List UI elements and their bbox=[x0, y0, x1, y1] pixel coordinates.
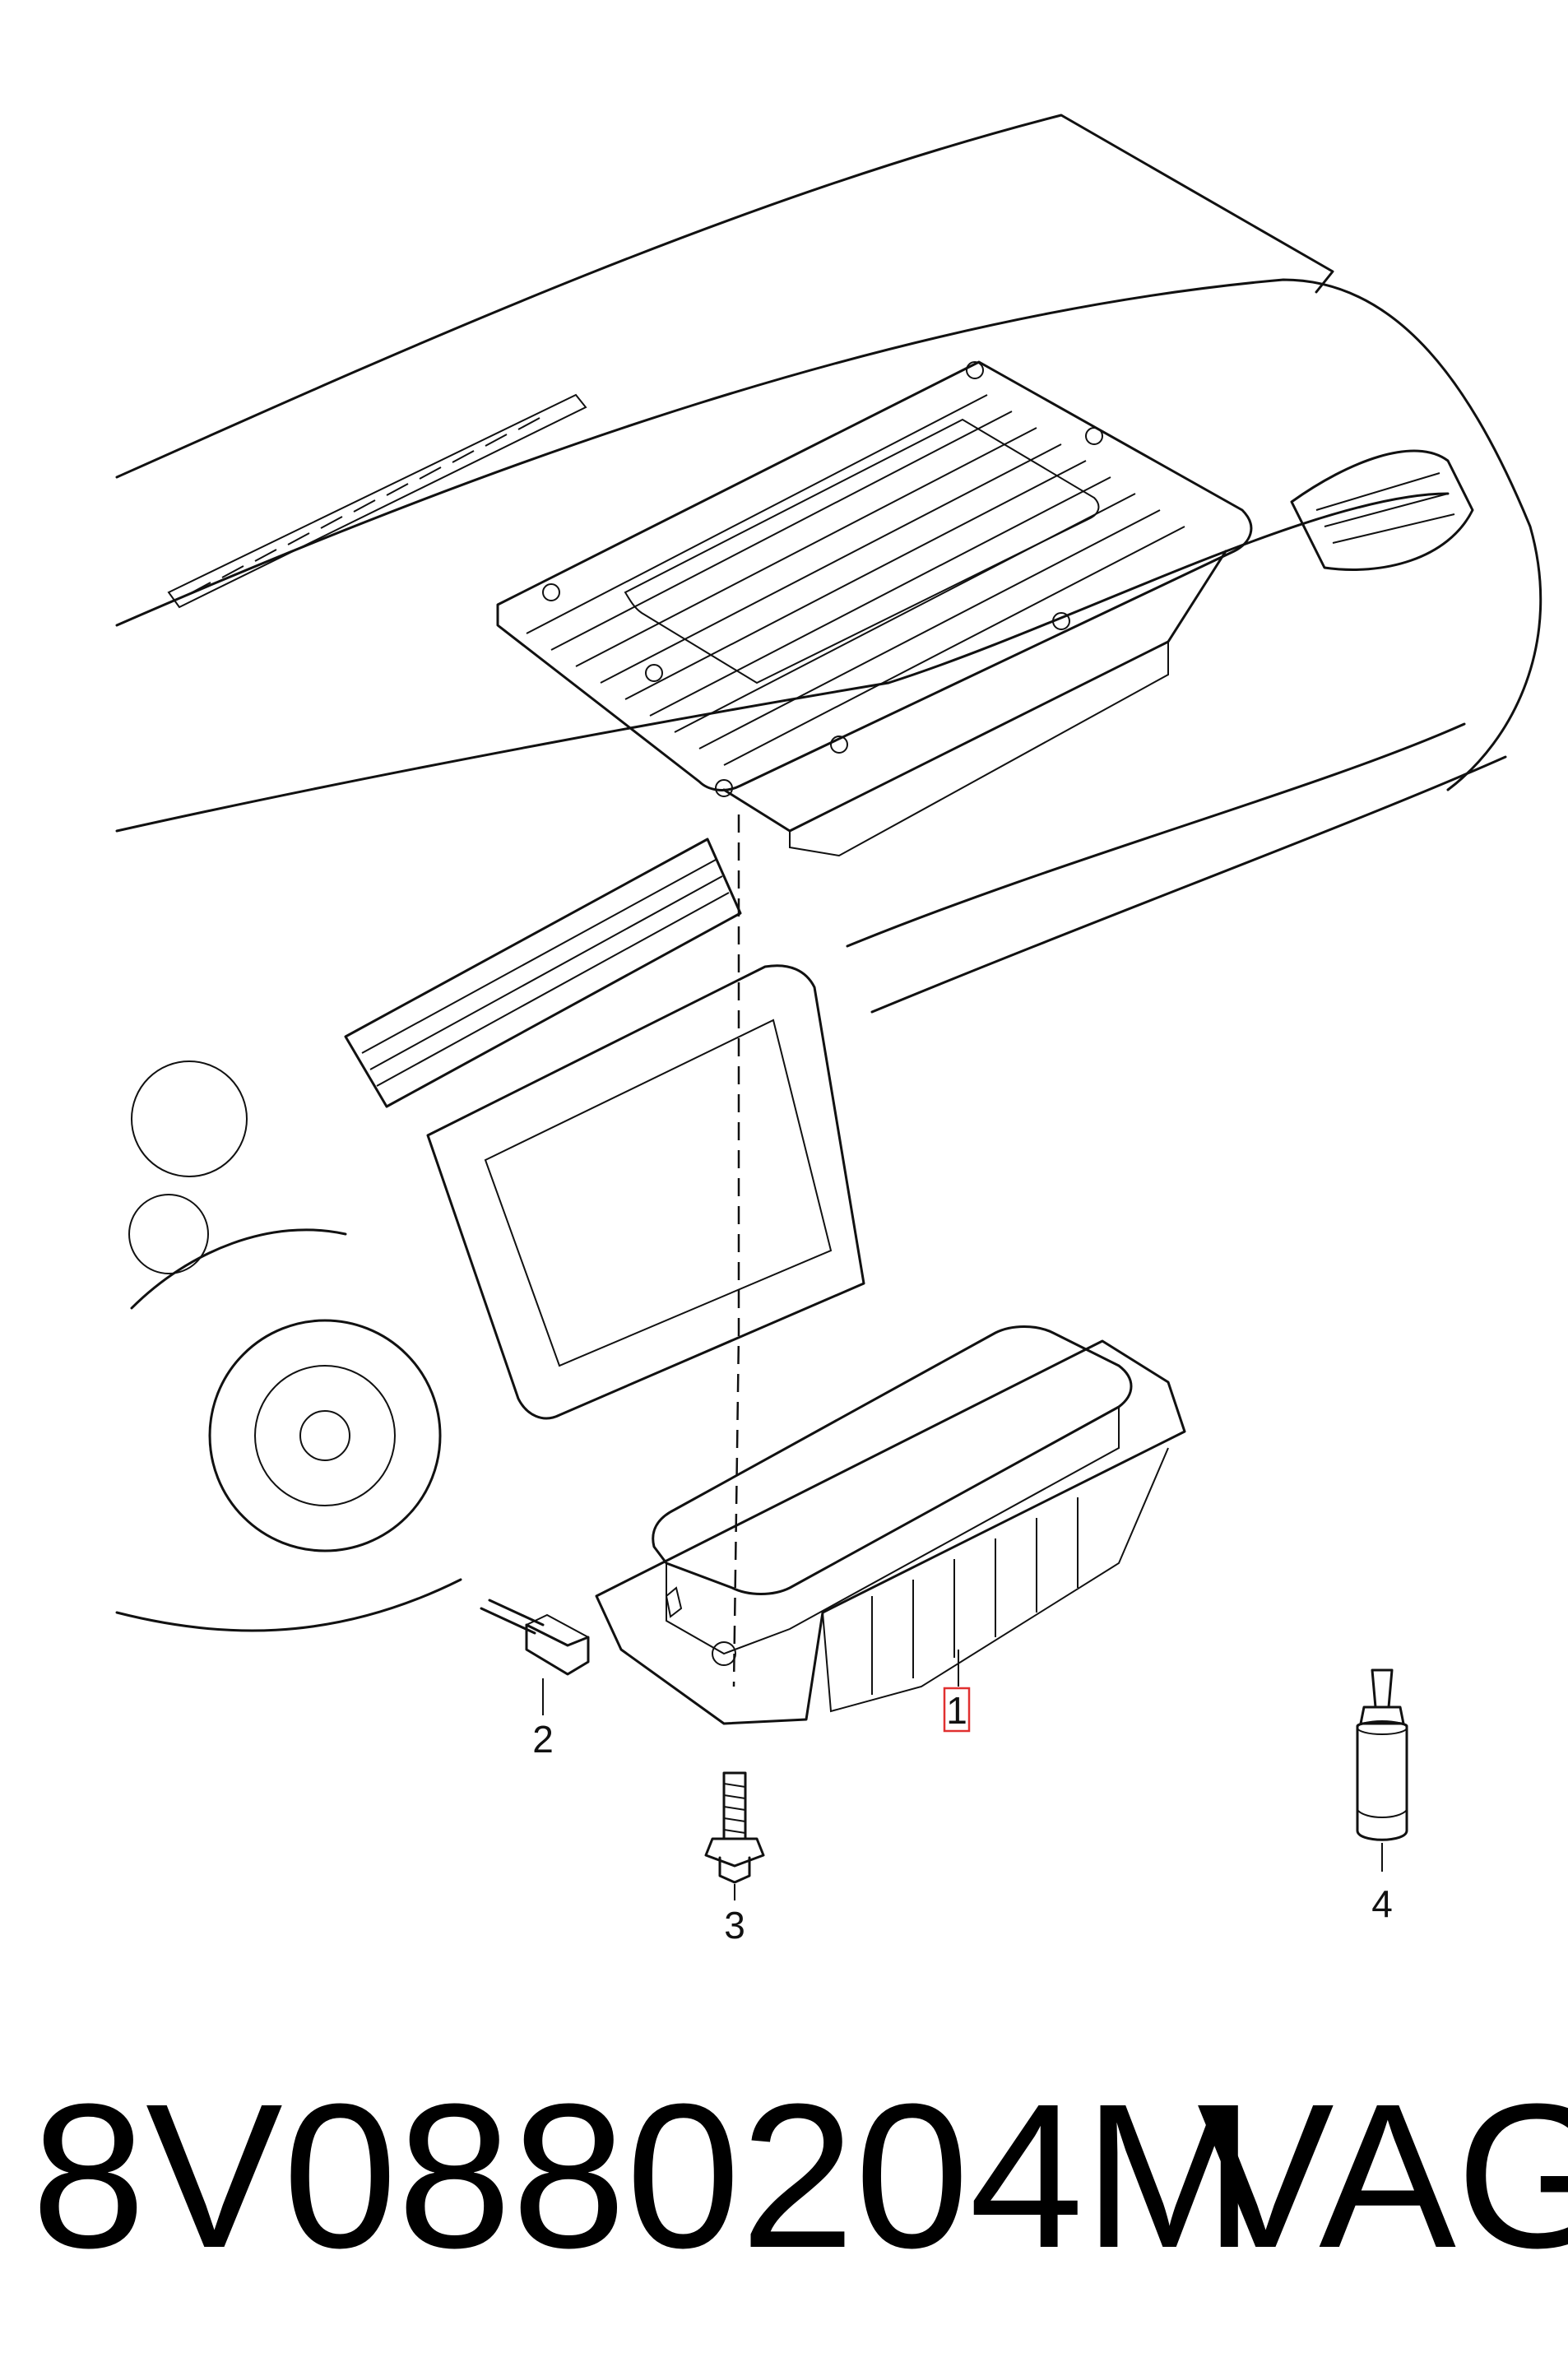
passenger-airbag-module bbox=[595, 1325, 1186, 1725]
callout-2[interactable]: 2 bbox=[532, 1718, 554, 1761]
callout-1-highlight bbox=[943, 1687, 971, 1733]
callout-4[interactable]: 4 bbox=[1371, 1882, 1393, 1925]
callout-3[interactable]: 3 bbox=[724, 1904, 745, 1947]
dashboard-outline bbox=[115, 114, 1542, 1632]
installed-airbag-outline bbox=[496, 360, 1253, 857]
callout-1[interactable]: 1 bbox=[946, 1689, 967, 1732]
brand-label: VAG bbox=[1197, 2061, 1568, 2290]
mounting-guide-line bbox=[732, 814, 740, 1687]
mounting-bolt bbox=[704, 1771, 765, 1884]
connector-part bbox=[480, 1599, 590, 1676]
part-number: 8V0880204M bbox=[31, 2061, 1255, 2290]
adhesive-bottle bbox=[1356, 1668, 1408, 1841]
